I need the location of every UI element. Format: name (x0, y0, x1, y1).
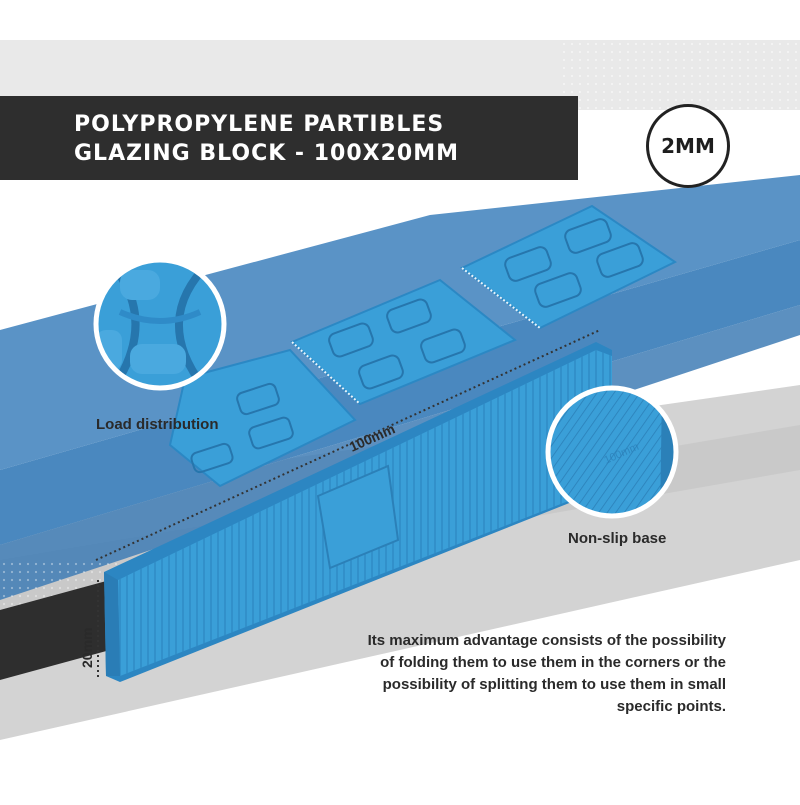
zoom-load-distribution (93, 257, 227, 391)
large-glazing-block (104, 342, 612, 682)
load-distribution-label: Load distribution (96, 416, 219, 433)
product-description: Its maximum advantage consists of the po… (367, 632, 726, 715)
title-bar (0, 96, 578, 180)
small-block-middle (290, 278, 517, 406)
page-title-line-1: POLYPROPYLENE PARTIBLES (74, 112, 445, 137)
zoom-non-slip-base: 100mm (545, 385, 679, 519)
non-slip-base-label: Non-slip base (568, 530, 667, 547)
small-block-left (168, 348, 357, 488)
page-title-line-2: GLAZING BLOCK - 100X20MM (74, 141, 460, 166)
small-block-right (460, 204, 677, 330)
thickness-badge: 2MM (646, 104, 730, 188)
length-dimension-line (95, 329, 601, 561)
height-dimension-label: 20mm (79, 628, 95, 668)
